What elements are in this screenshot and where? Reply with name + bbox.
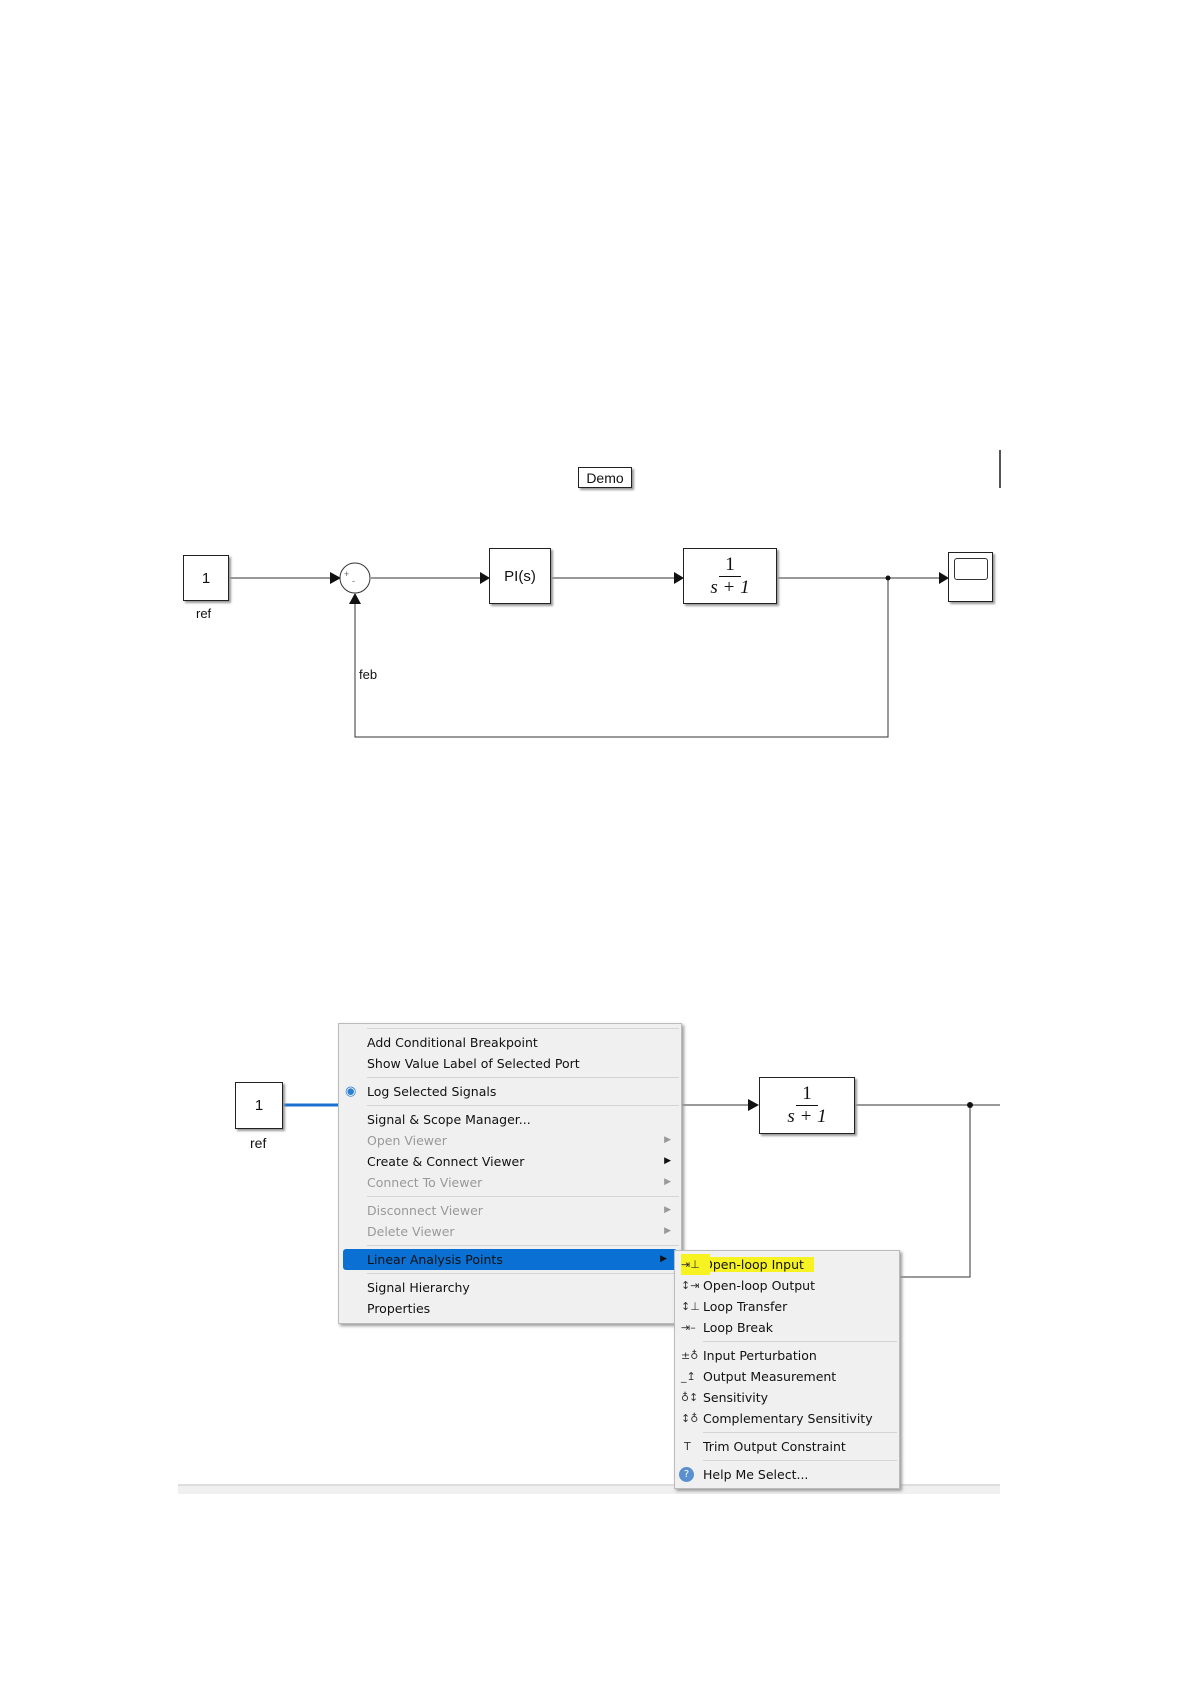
feedback-wire bbox=[354, 578, 889, 738]
loop-transfer-icon: ↕⊥ bbox=[681, 1300, 700, 1313]
menu-item-signal-scope-manager[interactable]: Signal & Scope Manager... bbox=[367, 1112, 531, 1127]
menu-item-create-connect-viewer[interactable]: Create & Connect Viewer▶ bbox=[339, 1151, 681, 1172]
submenu-arrow-icon: ▶ bbox=[664, 1205, 671, 1215]
junction-dot bbox=[885, 575, 891, 581]
menu-item-show-value-label[interactable]: Show Value Label of Selected Port bbox=[367, 1056, 580, 1071]
scope-screen-icon bbox=[953, 558, 988, 580]
submenu-item-loop-break[interactable]: ⇥–Loop Break bbox=[675, 1317, 899, 1338]
menu-item-add-conditional-breakpoint[interactable]: Add Conditional Breakpoint bbox=[367, 1035, 538, 1050]
menu-item-connect-to-viewer[interactable]: Connect To Viewer▶ bbox=[339, 1172, 681, 1193]
open-loop-output-icon: ↕⇥ bbox=[681, 1279, 700, 1292]
context-menu: Add Conditional Breakpoint Show Value La… bbox=[338, 1023, 682, 1324]
submenu-arrow-icon: ▶ bbox=[664, 1156, 671, 1166]
output-measurement-icon: _↥ bbox=[681, 1370, 696, 1383]
loop-break-icon: ⇥– bbox=[681, 1321, 696, 1334]
sum-minus-sign: - bbox=[352, 576, 355, 586]
pi-controller-block[interactable]: PI(s) bbox=[489, 548, 551, 604]
sum-block bbox=[339, 562, 371, 594]
trim-output-icon: T bbox=[684, 1440, 691, 1453]
linear-analysis-submenu: ⇥⊥Open-loop Input ↕⇥Open-loop Output ↕⊥L… bbox=[674, 1250, 900, 1489]
submenu-arrow-icon: ▶ bbox=[664, 1135, 671, 1145]
plant-numerator-2: 1 bbox=[796, 1083, 818, 1106]
submenu-arrow-icon: ▶ bbox=[660, 1254, 667, 1264]
demo-annotation[interactable]: Demo bbox=[578, 467, 632, 488]
plant-numerator: 1 bbox=[719, 554, 741, 577]
submenu-item-output-measurement[interactable]: _↥Output Measurement bbox=[675, 1366, 899, 1387]
menu-item-linear-analysis-points[interactable]: Linear Analysis Points▶ bbox=[343, 1249, 677, 1270]
submenu-item-loop-transfer[interactable]: ↕⊥Loop Transfer bbox=[675, 1296, 899, 1317]
input-perturbation-icon: ±♁ bbox=[681, 1349, 699, 1362]
submenu-arrow-icon: ▶ bbox=[664, 1177, 671, 1187]
constant-label-2: ref bbox=[250, 1135, 267, 1151]
plant-denominator: s + 1 bbox=[710, 576, 750, 598]
sensitivity-icon: ♁↕ bbox=[681, 1391, 699, 1404]
menu-item-delete-viewer[interactable]: Delete Viewer▶ bbox=[339, 1221, 681, 1242]
submenu-item-open-loop-output[interactable]: ↕⇥Open-loop Output bbox=[675, 1275, 899, 1296]
submenu-item-sensitivity[interactable]: ♁↕Sensitivity bbox=[675, 1387, 899, 1408]
submenu-item-complementary-sensitivity[interactable]: ↕♁Complementary Sensitivity bbox=[675, 1408, 899, 1429]
menu-item-disconnect-viewer[interactable]: Disconnect Viewer▶ bbox=[339, 1200, 681, 1221]
submenu-arrow-icon: ▶ bbox=[664, 1226, 671, 1236]
plant-transfer-fcn-block-2[interactable]: 1 s + 1 bbox=[759, 1077, 855, 1134]
submenu-item-help-me-select[interactable]: ?Help Me Select... bbox=[675, 1464, 899, 1485]
submenu-item-input-perturbation[interactable]: ±♁Input Perturbation bbox=[675, 1345, 899, 1366]
help-icon: ? bbox=[679, 1467, 694, 1482]
sum-plus-sign: + bbox=[344, 569, 350, 579]
menu-item-open-viewer[interactable]: Open Viewer▶ bbox=[339, 1130, 681, 1151]
constant-block[interactable]: 1 bbox=[183, 555, 229, 601]
submenu-item-open-loop-input[interactable]: ⇥⊥Open-loop Input bbox=[675, 1254, 899, 1275]
menu-item-properties[interactable]: Properties bbox=[367, 1301, 431, 1316]
menu-item-signal-hierarchy[interactable]: Signal Hierarchy bbox=[367, 1280, 470, 1295]
top-diagram-wires bbox=[229, 450, 1001, 738]
plant-transfer-fcn-block[interactable]: 1 s + 1 bbox=[683, 548, 777, 604]
constant-block-2[interactable]: 1 bbox=[235, 1082, 283, 1129]
scope-block[interactable] bbox=[948, 552, 993, 602]
complementary-sensitivity-icon: ↕♁ bbox=[681, 1412, 699, 1425]
signal-log-icon: ◉ bbox=[345, 1084, 357, 1099]
feedback-label: feb bbox=[359, 667, 378, 682]
menu-item-log-selected-signals[interactable]: ◉Log Selected Signals bbox=[339, 1081, 681, 1102]
constant-label: ref bbox=[196, 606, 212, 621]
open-loop-input-icon: ⇥⊥ bbox=[681, 1254, 710, 1275]
plant-denominator-2: s + 1 bbox=[787, 1106, 827, 1127]
